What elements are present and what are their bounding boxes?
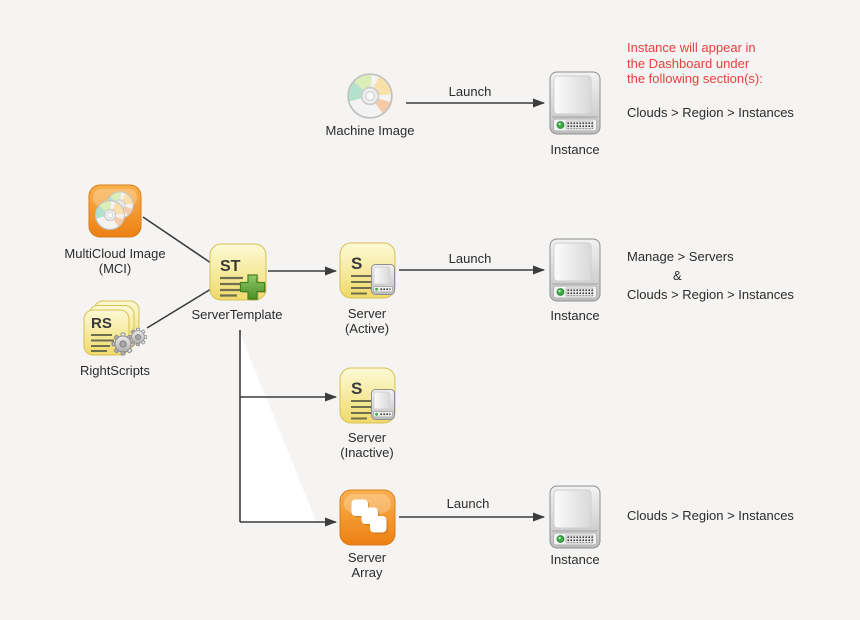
multicloud-image-icon [88,184,142,238]
section-path-middle: Manage > Servers & Clouds > Region > Ins… [627,247,794,304]
dashboard-note-line3: the following section(s): [627,71,763,86]
dashboard-note: Instance will appear in the Dashboard un… [627,40,763,87]
mci-label: MultiCloud Image (MCI) [45,246,185,276]
node-server-active: S [339,242,396,299]
node-multicloud-image [88,184,142,238]
section-path-middle-amp: & [673,268,682,283]
dashboard-note-line1: Instance will appear in [627,40,756,55]
servertemplate-badge: ST [220,258,241,275]
server-array-label-line2: Array [351,565,383,580]
server-array-icon [339,489,396,546]
server-note-icon: S [339,367,396,424]
servertemplate-icon: ST [209,243,267,301]
node-instance-bottom [549,485,601,549]
instance-top-label: Instance [550,142,600,157]
launch-label-bottom: Launch [446,496,490,511]
dashboard-note-line2: the Dashboard under [627,55,750,71]
node-instance-top [549,71,601,135]
node-rightscripts: RS [82,300,148,360]
server-array-label-line1: Server [347,550,387,565]
server-active-label-line1: Server [347,306,387,321]
server-inactive-badge: S [351,379,362,398]
section-path-bottom: Clouds > Region > Instances [627,508,794,523]
machine-image-cd-icon [347,73,393,119]
launch-label-top: Launch [448,84,492,99]
section-path-top: Clouds > Region > Instances [627,105,794,120]
node-machine-image [346,72,394,120]
server-array-label: Server Array [327,550,407,580]
server-active-badge: S [351,254,362,273]
node-server-template: ST [209,243,267,301]
launch-label-middle: Launch [448,251,492,266]
mci-label-line2: (MCI) [98,261,132,276]
server-active-label-line2: (Active) [344,321,390,336]
rightscripts-icon: RS [83,300,148,356]
spotlight-wedge [240,333,316,521]
instance-middle-label: Instance [550,308,600,323]
node-instance-middle [549,238,601,302]
mini-drive-icon [371,264,395,295]
rightscripts-badge: RS [91,315,112,332]
rightscripts-label: RightScripts [79,363,151,378]
instance-drive-icon [549,485,601,549]
node-server-array [339,489,396,546]
node-server-inactive: S [339,367,396,424]
mini-drive-icon [371,389,395,420]
servertemplate-label: ServerTemplate [191,307,283,322]
machine-image-label: Machine Image [325,123,415,138]
instance-drive-icon [549,238,601,302]
mci-label-line1: MultiCloud Image [64,246,166,261]
server-note-icon: S [339,242,396,299]
server-inactive-label-line1: Server [347,430,387,445]
server-active-label: Server (Active) [327,306,407,336]
plus-icon [239,274,266,300]
server-inactive-label-line2: (Inactive) [340,445,394,460]
instance-bottom-label: Instance [550,552,600,567]
gear-icon-small [128,327,148,347]
section-path-middle-line2: Clouds > Region > Instances [627,287,794,302]
instance-drive-icon [549,71,601,135]
section-path-middle-line1: Manage > Servers [627,249,734,264]
server-inactive-label: Server (Inactive) [327,430,407,460]
